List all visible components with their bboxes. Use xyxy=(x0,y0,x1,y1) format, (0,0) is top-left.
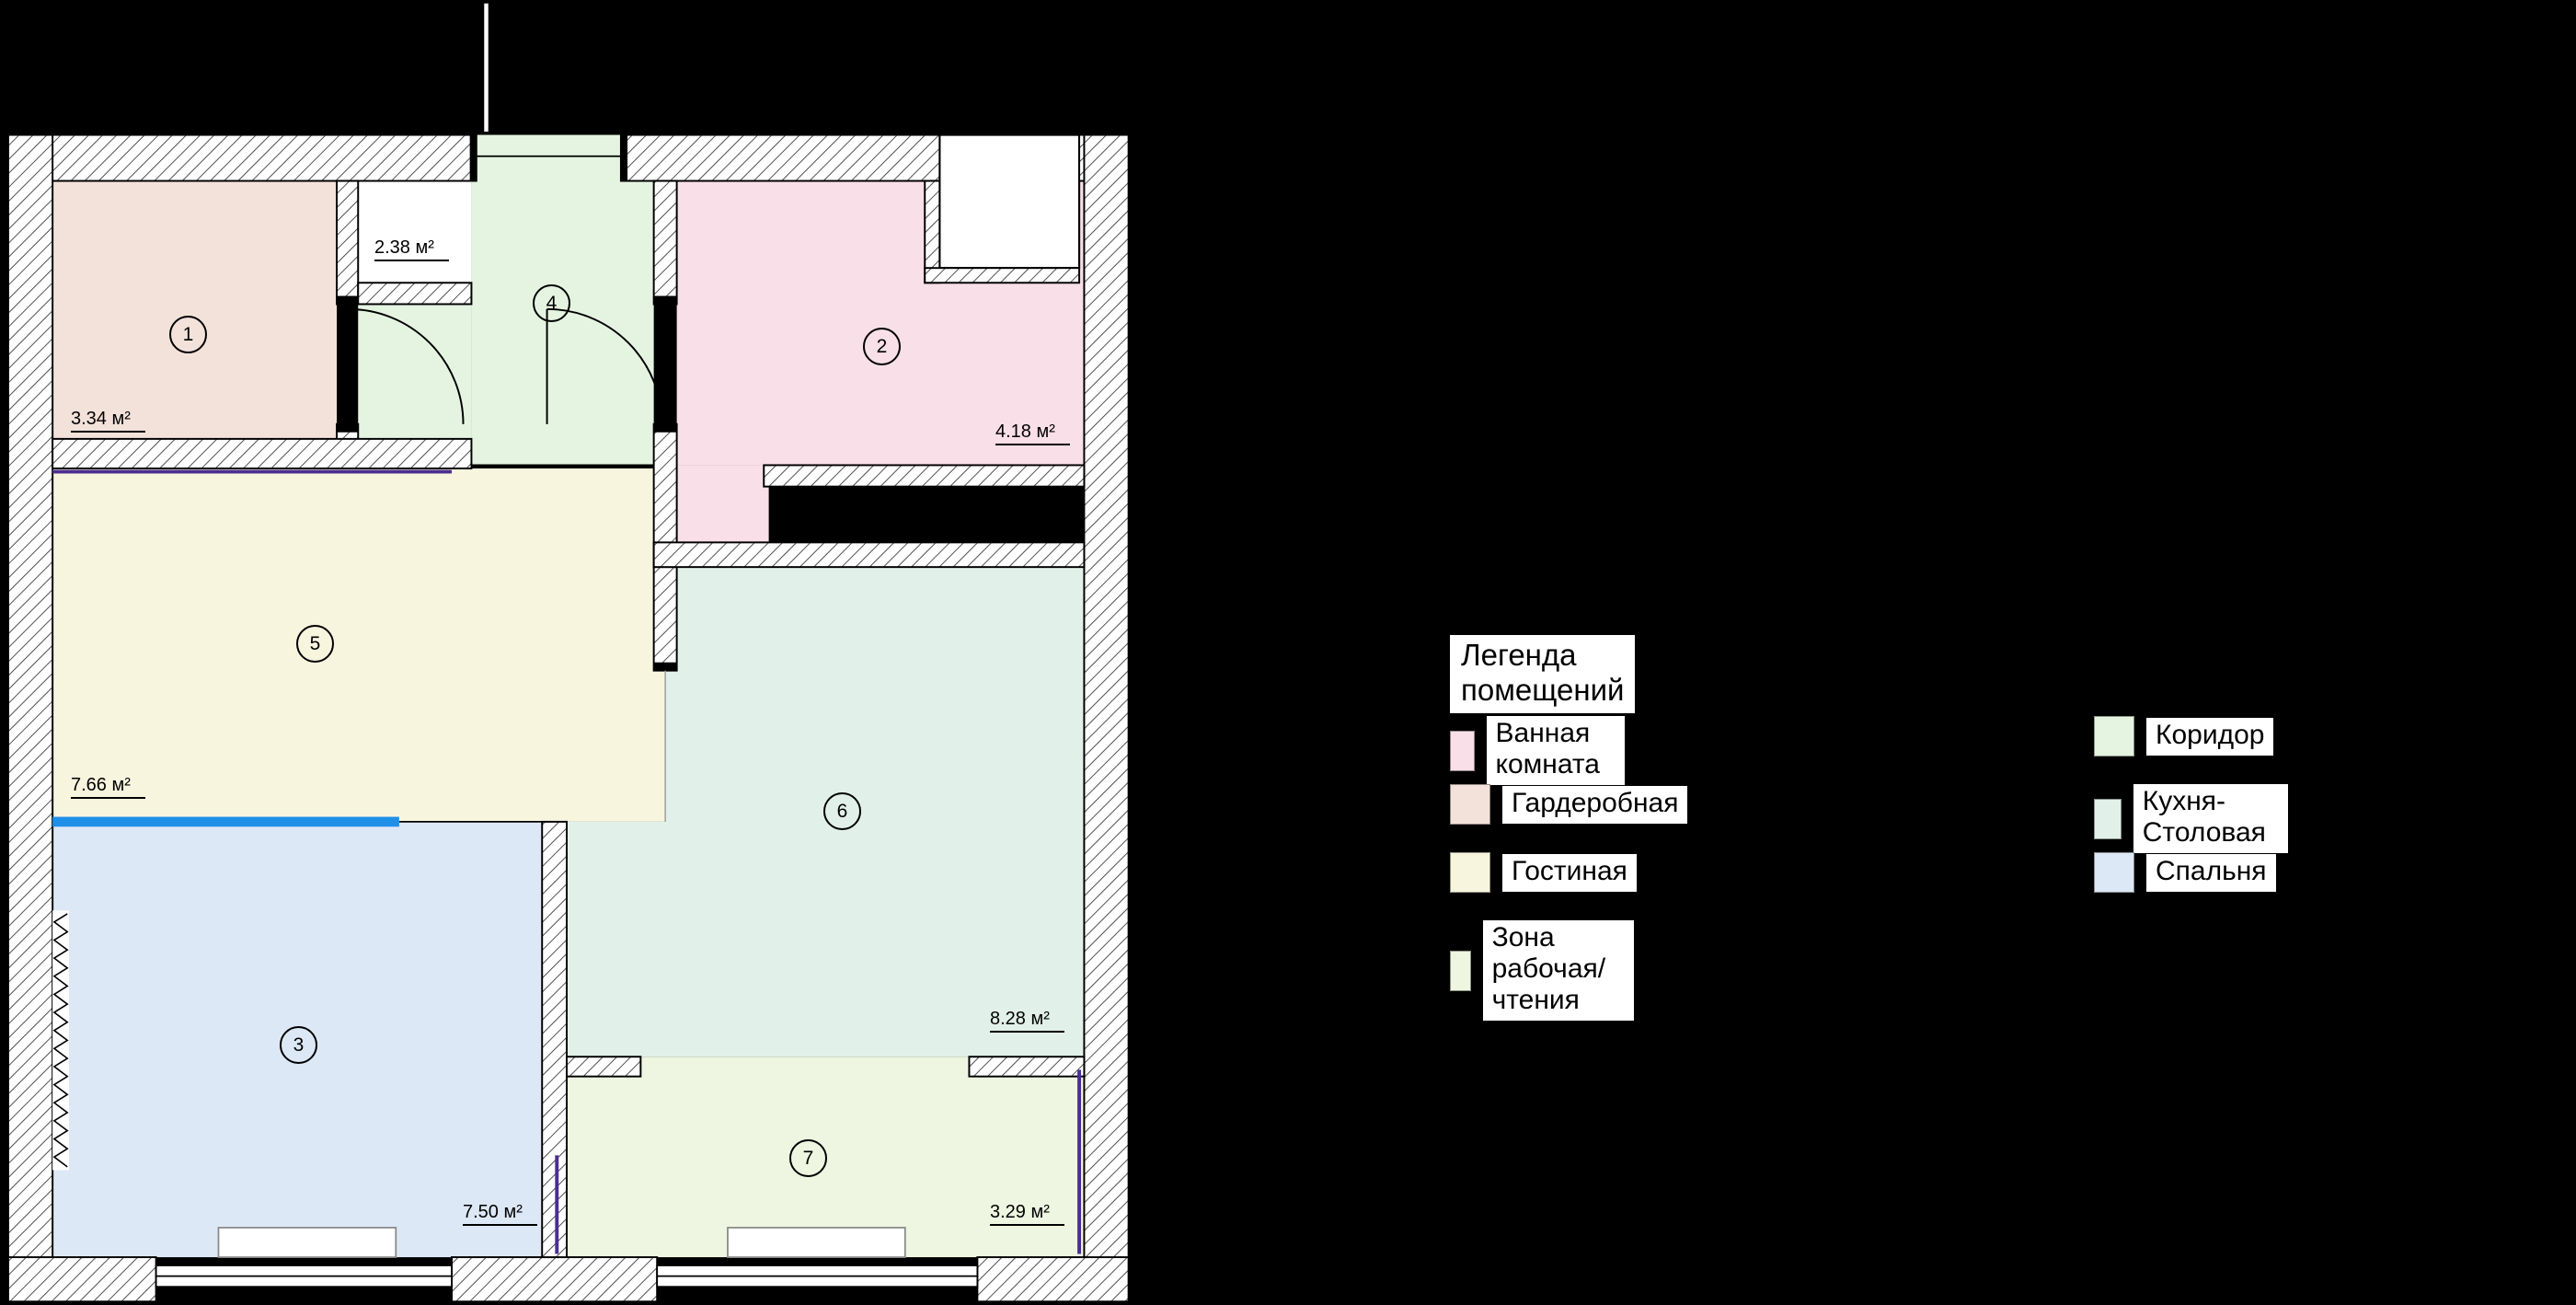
legend-swatch-living xyxy=(1450,852,1490,893)
legend-item-wardrobe: Гардеробная xyxy=(1450,784,1688,825)
room-4-corridor-fill xyxy=(471,180,654,466)
wall-room1-right-upper xyxy=(336,179,360,306)
room-7-number: 7 xyxy=(802,1147,814,1169)
room-2-area-label: 4.18 м² xyxy=(995,422,1070,445)
window-1-sill xyxy=(217,1227,397,1258)
legend-label-bathroom: Ванная комната xyxy=(1486,716,1626,785)
marker-lines xyxy=(52,469,1082,1254)
wall-room6-room7-left xyxy=(566,1056,642,1078)
wall-top-left xyxy=(6,133,477,182)
legend-swatch-corridor xyxy=(2094,716,2134,756)
room-1-area-label: 3.34 м² xyxy=(71,409,145,433)
wall-bottom-1 xyxy=(6,1256,157,1303)
entrance-opening-fill xyxy=(476,134,621,185)
room-2-number-badge: 2 xyxy=(863,328,901,365)
room-2-bathroom-fill-2 xyxy=(676,465,769,543)
wall-end-caps xyxy=(337,134,677,671)
wall-room2-room6 xyxy=(652,541,1086,569)
room-2-number: 2 xyxy=(876,335,888,357)
room-1-wardrobe-fill xyxy=(52,180,338,439)
room-4-number-badge: 4 xyxy=(533,284,570,322)
wall-top-mid xyxy=(619,133,941,182)
wall-room5-room6 xyxy=(652,566,678,672)
doors xyxy=(347,307,663,424)
room-5-living-fill xyxy=(52,468,666,822)
legend-swatch-workzone xyxy=(1450,950,1471,991)
room-3-area-label: 7.50 м² xyxy=(463,1202,537,1226)
room-5-number-badge: 5 xyxy=(296,625,334,663)
wall-bottom-3 xyxy=(976,1256,1130,1303)
legend-title: Легенда помещений xyxy=(1450,635,1636,713)
door-2-swing-arc xyxy=(546,307,663,424)
wall-bottom-2 xyxy=(451,1256,659,1303)
wall-room2-inner xyxy=(763,464,1086,488)
legend-swatch-kitchen xyxy=(2094,798,2122,839)
legend-swatch-bathroom xyxy=(1450,730,1475,771)
wall-room3-right xyxy=(541,820,568,1259)
walls xyxy=(6,133,1130,1303)
legend-swatch-wardrobe xyxy=(1450,784,1490,825)
radiator-zigzag-icon xyxy=(52,913,69,1168)
room-1-number: 1 xyxy=(182,323,194,345)
windows xyxy=(155,1227,979,1288)
room-6-number-badge: 6 xyxy=(823,792,861,830)
room-7-number-badge: 7 xyxy=(789,1139,827,1177)
wall-shaft-bottom xyxy=(924,267,1081,284)
room-3-number-badge: 3 xyxy=(280,1026,317,1064)
wall-left xyxy=(6,133,54,1303)
room-4-corridor-fill-2 xyxy=(358,304,472,439)
legend-label-wardrobe: Гардеробная xyxy=(1502,785,1688,824)
room-4-area-label: 2.38 м² xyxy=(374,237,449,261)
legend-item-workzone: Зона рабочая/чтения xyxy=(1450,920,1635,1021)
legend-label-bedroom: Спальня xyxy=(2146,853,2276,892)
legend-label-corridor: Коридор xyxy=(2146,717,2274,756)
legend-item-bedroom: Спальня xyxy=(2094,852,2276,893)
highlighted-wall-segment xyxy=(52,816,399,827)
legend-item-bathroom: Ванная комната xyxy=(1450,716,1626,785)
ventilation-shaft xyxy=(938,133,1081,270)
legend-label-workzone: Зона рабочая/чтения xyxy=(1482,920,1635,1021)
duct-block xyxy=(768,486,1080,543)
thin-lines xyxy=(398,155,654,823)
wall-room6-room7-right xyxy=(968,1056,1086,1078)
wall-right xyxy=(1083,133,1130,1303)
room-5-area-label: 7.66 м² xyxy=(71,775,145,799)
room-6-area-label: 8.28 м² xyxy=(990,1009,1064,1033)
room-1-number-badge: 1 xyxy=(169,316,207,353)
wall-room1-bottom xyxy=(52,437,473,470)
room-4-number: 4 xyxy=(546,292,558,314)
room-5-number: 5 xyxy=(309,632,321,654)
room-3-number: 3 xyxy=(293,1034,305,1056)
door-1-swing-arc xyxy=(348,307,465,424)
wall-niche-bottom xyxy=(357,282,473,306)
room-fills xyxy=(52,134,1085,1258)
closet-niche xyxy=(358,180,472,283)
legend-swatch-bedroom xyxy=(2094,852,2134,893)
legend-item-kitchen: Кухня-Столовая xyxy=(2094,784,2289,853)
window-2-sill xyxy=(727,1227,906,1258)
room-7-area-label: 3.29 м² xyxy=(990,1202,1064,1226)
legend-item-corridor: Коридор xyxy=(2094,716,2274,756)
legend-item-living: Гостиная xyxy=(1450,852,1637,893)
room-6-number: 6 xyxy=(836,800,848,822)
legend-label-living: Гостиная xyxy=(1502,853,1637,892)
legend-label-kitchen: Кухня-Столовая xyxy=(2133,784,2289,853)
floor-plan-drawing xyxy=(6,3,1130,1303)
wall-corridor-right-upper xyxy=(652,179,678,306)
